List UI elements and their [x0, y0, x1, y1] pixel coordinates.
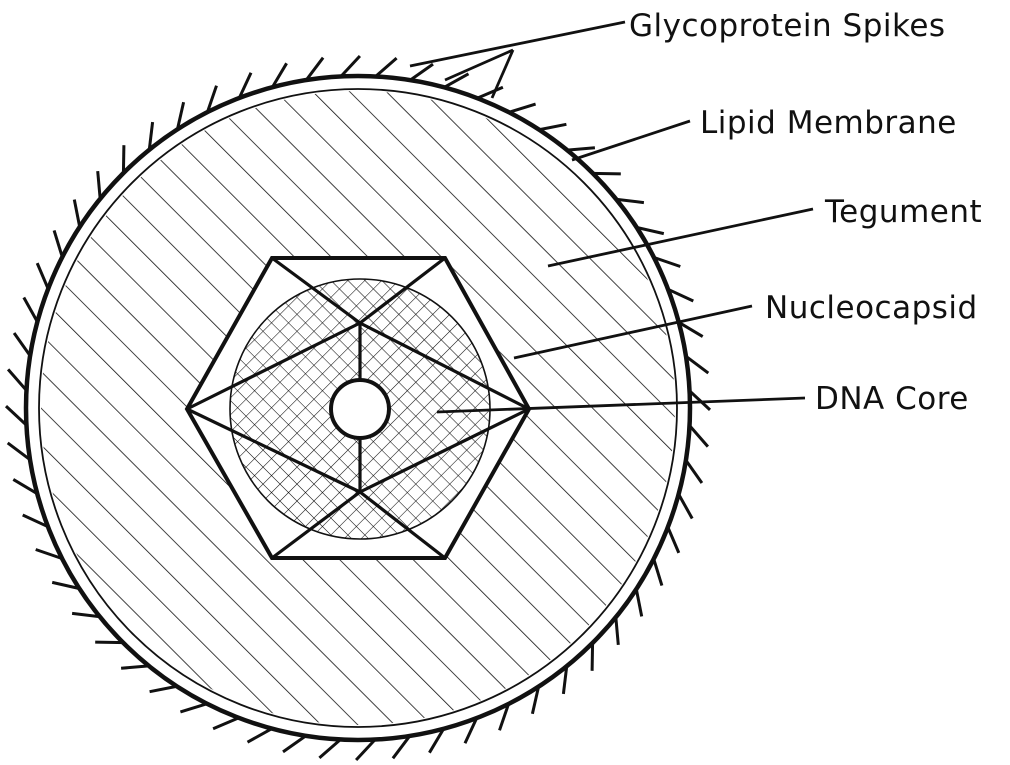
leader-glycoprotein-1: [410, 22, 625, 66]
central-core-circle: [331, 380, 389, 438]
label-tegument: Tegument: [824, 194, 982, 230]
leader-lipid: [572, 121, 690, 160]
label-glycoprotein-spikes: Glycoprotein Spikes: [629, 8, 946, 44]
label-dna-core: DNA Core: [815, 381, 969, 417]
label-lipid-membrane: Lipid Membrane: [700, 105, 957, 141]
label-nucleocapsid: Nucleocapsid: [765, 290, 978, 326]
